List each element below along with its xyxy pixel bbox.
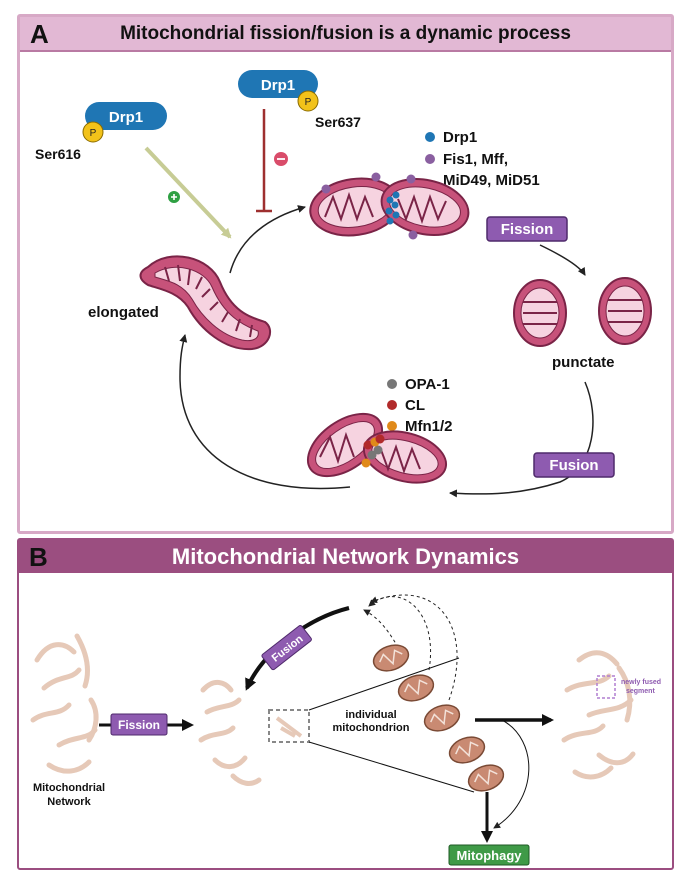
panel-a-title-bar: Mitochondrial fission/fusion is a dynami… — [20, 17, 671, 52]
cl-legend-dot — [387, 400, 397, 410]
phospho-mid-label: P — [305, 97, 312, 108]
phospho-mid-icon — [297, 90, 319, 112]
network-label-1: Mitochondrial — [33, 782, 105, 794]
mitochondrial-network-left — [30, 633, 99, 774]
drp1-left-pill — [85, 102, 167, 130]
panel-a: Mitochondrial fission/fusion is a dynami… — [17, 14, 674, 534]
activation-arrow — [144, 146, 232, 239]
punctate-label: punctate — [552, 354, 615, 371]
cycle-arrow-fission-to-punctate — [539, 244, 586, 276]
ser616-label: Ser616 — [35, 146, 81, 162]
drp1-mid-label: Drp1 — [261, 77, 295, 94]
mitophagy-curve-arrow — [493, 719, 530, 829]
mitophagy-label: Mitophagy — [457, 848, 523, 863]
individual-label-2: mitochondrion — [333, 722, 410, 734]
fission-tag: Fission — [486, 216, 568, 242]
drp1-ser616-group: Drp1 P Ser616 — [35, 102, 232, 239]
elongated-label: elongated — [88, 304, 159, 321]
opa1-legend-label: OPA-1 — [405, 376, 450, 393]
adaptor-legend-dot — [425, 154, 435, 164]
fission-tag-b — [110, 713, 168, 736]
drp1-legend-dot — [425, 132, 435, 142]
mitophagy-tag — [448, 844, 530, 866]
drp1-mid-pill — [238, 70, 318, 98]
mitochondrial-network-right — [561, 650, 636, 780]
selection-box-content — [275, 716, 303, 738]
fission-legend: Drp1 Fis1, Mff, MiD49, MiD51 — [425, 129, 540, 189]
ser637-label: Ser637 — [315, 114, 361, 130]
cl-legend-label: CL — [405, 397, 425, 414]
elongated-mitochondrion — [139, 255, 272, 351]
fission-tag-label: Fission — [501, 221, 554, 238]
newly-fused-label-2: segment — [626, 688, 655, 695]
zoom-line-top — [308, 657, 460, 711]
drp1-left-label: Drp1 — [109, 109, 143, 126]
newly-fused-label-1: newly fused — [621, 679, 661, 686]
panel-b: Mitochondrial Network Dynamics B Mitocho… — [17, 538, 674, 870]
phospho-left-label: P — [90, 128, 97, 139]
zoom-line-bottom — [308, 741, 475, 793]
phospho-left-icon — [82, 121, 104, 143]
opa1-legend-dot — [387, 379, 397, 389]
individual-label-1: individual — [345, 709, 396, 721]
panel-a-title: Mitochondrial fission/fusion is a dynami… — [120, 22, 571, 44]
fusing-mitochondria — [306, 412, 448, 484]
plus-glyph — [171, 194, 177, 200]
mfn-legend-dot — [387, 421, 397, 431]
panel-b-diagram: Mitochondrial Network Fission Fusion — [30, 594, 661, 866]
cycle-arrow-fusion-to-elongated — [179, 334, 351, 490]
fission-tag-b-label: Fission — [118, 718, 160, 732]
dashed-arrow-3 — [370, 594, 458, 701]
individual-mitochondria — [372, 644, 505, 792]
cycle-arrow-punctate-to-fusion — [449, 381, 594, 498]
cycle-arrow-elongated-to-fission — [229, 205, 306, 274]
panel-b-title-bar: Mitochondrial Network Dynamics — [19, 540, 672, 573]
adaptor-legend-label-2: MiD49, MiD51 — [443, 172, 540, 189]
punctate-mitochondria — [513, 277, 652, 347]
network-label-2: Network — [47, 796, 91, 808]
drp1-ser637-group: Drp1 P Ser637 — [238, 70, 361, 213]
panel-b-letter: B — [29, 542, 48, 572]
mfn-legend-label: Mfn1/2 — [405, 418, 453, 435]
fusion-tag: Fusion — [533, 452, 615, 478]
panel-b-title: Mitochondrial Network Dynamics — [171, 543, 520, 569]
fusion-tag-label: Fusion — [549, 457, 598, 474]
fusion-legend: OPA-1 CL Mfn1/2 — [387, 376, 453, 435]
panel-a-diagram: Drp1 P Ser616 Drp1 P Ser637 Drp1 Fis1, M… — [35, 70, 652, 498]
panel-a-letter: A — [30, 19, 49, 49]
selection-box — [268, 709, 310, 743]
adaptor-legend-label-1: Fis1, Mff, — [443, 151, 508, 168]
dividing-mitochondrion — [309, 172, 470, 240]
fragmented-network — [198, 680, 262, 786]
dashed-arrow-2 — [368, 596, 431, 671]
drp1-legend-label: Drp1 — [443, 129, 477, 146]
fusion-tag-b: Fusion — [261, 625, 312, 671]
